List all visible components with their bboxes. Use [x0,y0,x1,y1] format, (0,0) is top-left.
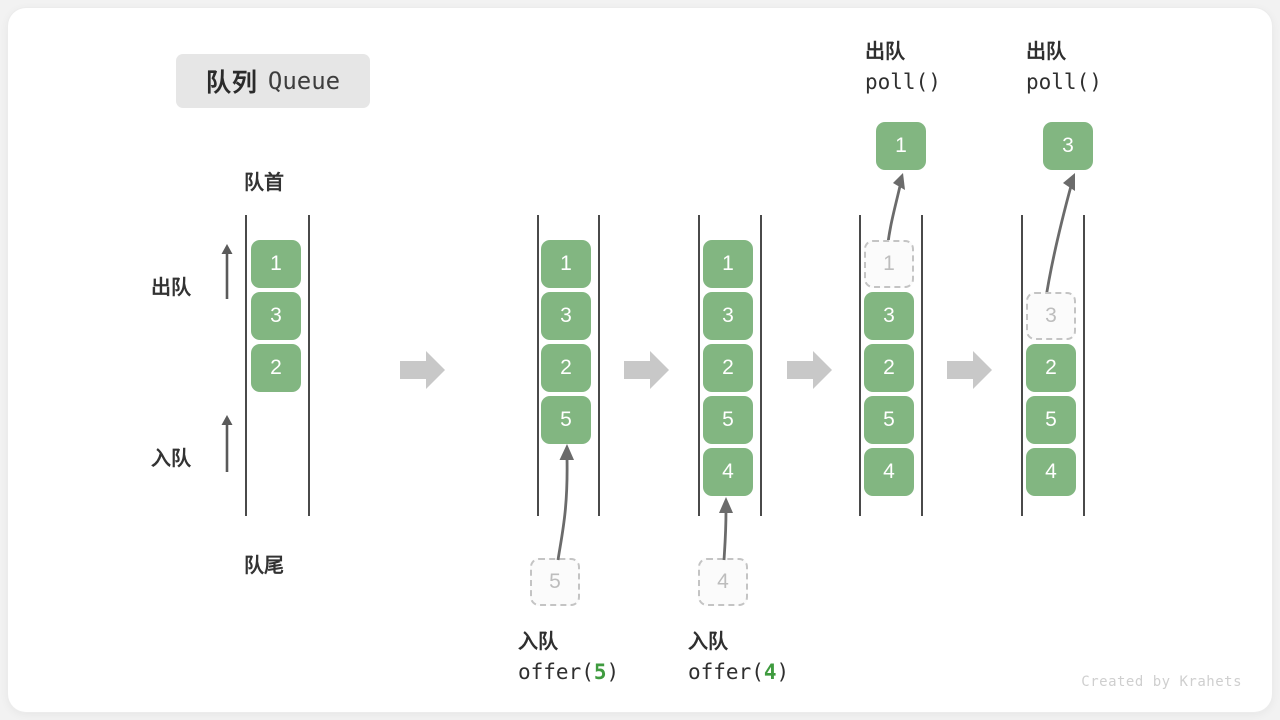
queue-cell: 3 [703,292,753,340]
up-arrow-icon-enqueue [221,415,233,472]
operation-label-dequeue-3: 出队 poll() [1026,38,1102,97]
queue-cell: 5 [541,396,591,444]
curved-arrow-icon-enqueue-5 [556,444,574,561]
label-dequeue-direction: 出队 [151,277,191,299]
operation-code: poll() [1026,67,1102,97]
incoming-element-ghost: 5 [530,558,580,606]
operation-code: poll() [865,67,941,97]
right-block-arrow-icon [400,351,445,389]
code-prefix: poll( [865,70,929,94]
queue-cell: 4 [703,448,753,496]
right-block-arrow-icon [947,351,992,389]
right-block-arrow-icon [624,351,669,389]
queue-rail-right-2 [598,215,600,516]
operation-cn: 出队 [865,41,905,63]
queue-rail-left-1 [245,215,247,516]
queue-rail-left-3 [698,215,700,516]
queue-rail-right-5 [1083,215,1085,516]
diagram-card: 队列 Queue 队首 队尾 出队 入队 1 3 2 1 3 [8,8,1272,712]
operation-cn: 出队 [1026,41,1066,63]
queue-rail-right-1 [308,215,310,516]
operation-code: offer(4) [688,657,789,687]
code-prefix: offer( [518,660,594,684]
queue-cell: 2 [541,344,591,392]
queue-cell: 4 [1026,448,1076,496]
operation-code: offer(5) [518,657,619,687]
queue-cell: 1 [541,240,591,288]
label-enqueue-direction: 入队 [151,448,191,470]
queue-cell: 3 [541,292,591,340]
up-arrow-icon-dequeue [221,244,233,299]
code-suffix: ) [1089,70,1102,94]
operation-cn: 入队 [518,631,558,653]
code-suffix: ) [776,660,790,684]
code-arg: 4 [763,660,777,684]
queue-cell: 1 [251,240,301,288]
curved-arrow-icon-enqueue-4 [719,497,733,561]
watermark: Created by Krahets [1081,674,1242,690]
queue-cell: 3 [864,292,914,340]
queue-cell: 5 [864,396,914,444]
queue-rail-right-4 [921,215,923,516]
queue-cell: 2 [864,344,914,392]
queue-cell: 2 [1026,344,1076,392]
curved-arrow-icon-dequeue-3 [1043,173,1075,305]
code-prefix: offer( [688,660,764,684]
queue-rail-left-2 [537,215,539,516]
queue-cell-ghost: 1 [864,240,914,288]
queue-cell: 3 [251,292,301,340]
queue-cell: 5 [1026,396,1076,444]
queue-cell: 1 [703,240,753,288]
right-block-arrow-icon [787,351,832,389]
outgoing-element: 1 [876,122,926,170]
label-tail: 队尾 [244,555,284,577]
queue-cell: 2 [251,344,301,392]
queue-rail-right-3 [760,215,762,516]
label-head: 队首 [244,172,284,194]
queue-cell: 4 [864,448,914,496]
title-en: Queue [267,67,341,95]
code-suffix: ) [928,70,941,94]
queue-rail-left-5 [1021,215,1023,516]
queue-cell-ghost: 3 [1026,292,1076,340]
code-prefix: poll( [1026,70,1090,94]
outgoing-element: 3 [1043,122,1093,170]
operation-label-enqueue-4: 入队 offer(4) [688,628,789,687]
operation-cn: 入队 [688,631,728,653]
code-suffix: ) [606,660,620,684]
code-arg: 5 [593,660,607,684]
queue-cell: 2 [703,344,753,392]
title-badge: 队列 Queue [176,54,370,108]
queue-rail-left-4 [859,215,861,516]
title-cn: 队列 [205,69,258,97]
operation-label-dequeue-1: 出队 poll() [865,38,941,97]
queue-cell: 5 [703,396,753,444]
operation-label-enqueue-5: 入队 offer(5) [518,628,619,687]
